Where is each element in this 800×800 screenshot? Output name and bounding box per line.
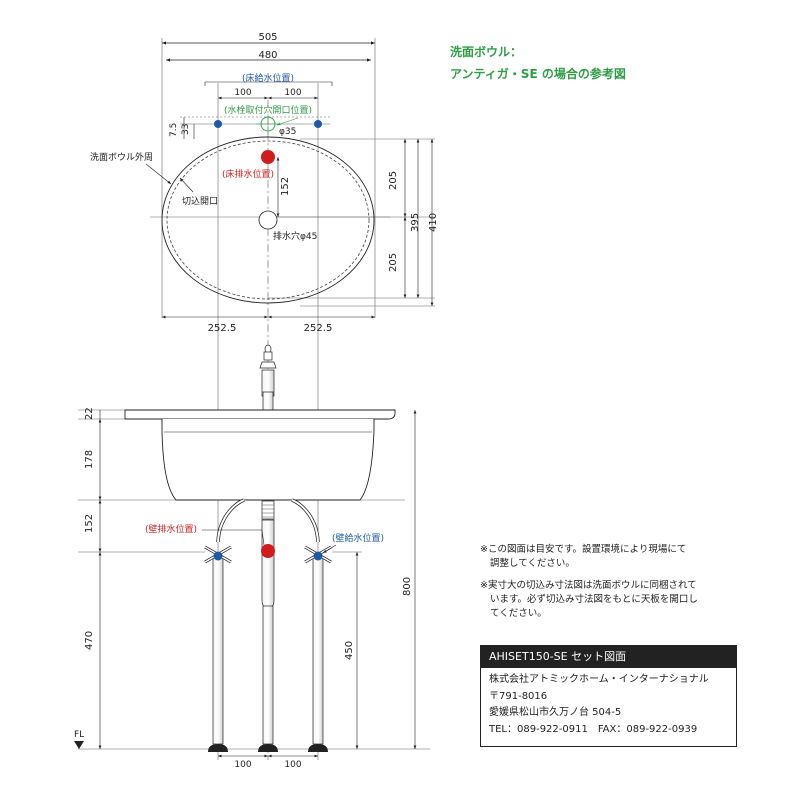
fl-label: FL	[74, 730, 84, 740]
note-1-line-1: ※この図面は目安です。設置環境により現場にて	[480, 544, 687, 555]
note-2-line-3: てください。	[490, 608, 547, 619]
info-title: AHISET150-SE セット図面	[481, 646, 736, 668]
dim-supply-right: 100	[284, 88, 301, 98]
wall-drain-leader	[202, 529, 265, 546]
fl-marker-icon	[74, 741, 84, 749]
dim-22: 22	[84, 407, 95, 420]
floor-supply-dot-left	[214, 120, 222, 128]
drain-pipe-vertical	[262, 605, 274, 745]
front-view: (壁排水位置) (壁給水位置) 22 178 152 470 800 450 F…	[74, 344, 430, 770]
floor-drain-dot	[261, 150, 275, 164]
wall-supply-label: (壁給水位置)	[332, 532, 384, 544]
supply-pipe-left	[212, 555, 224, 745]
dim-450: 450	[344, 641, 355, 660]
dim-480: 480	[258, 50, 277, 61]
bowl-cutout-outline	[166, 140, 370, 300]
dim-supply-left: 100	[234, 88, 251, 98]
note-2-line-1: ※実寸大の切込み寸法図は洗面ボウルに同梱されて	[480, 580, 697, 591]
valve-left	[204, 545, 232, 564]
flange-left	[208, 744, 228, 752]
wall-drain-dot	[261, 544, 275, 558]
dim-152-top: 152	[280, 177, 291, 196]
drain-nut	[261, 500, 275, 520]
hose-left	[216, 498, 245, 543]
note-1-line-2: 調整してください。	[490, 558, 575, 569]
drain-hole-label: 排水穴φ45	[273, 230, 317, 242]
dim-205-bottom: 205	[388, 253, 399, 272]
dim-33: 33	[181, 124, 191, 135]
dim-395: 395	[410, 213, 421, 232]
extension-lines-top	[150, 38, 435, 760]
faucet	[259, 344, 277, 411]
valve-right	[304, 545, 332, 564]
dim-bottom-right: 100	[284, 760, 301, 770]
dim-252-5-left: 252.5	[208, 323, 237, 334]
dim-178: 178	[84, 450, 95, 469]
info-box: AHISET150-SE セット図面 株式会社アトミックホーム・インターナショナ…	[480, 645, 737, 747]
dim-7-5: 7.5	[169, 123, 179, 137]
cutout-label: 切込開口	[182, 196, 218, 207]
dim-205-top: 205	[388, 171, 399, 190]
note-2: ※実寸大の切込み寸法図は洗面ボウルに同梱されて います。必ず切込み寸法図をもとに…	[480, 579, 780, 621]
cutout-leader	[179, 177, 194, 193]
note-2-line-2: います。必ず切込み寸法図をもとに天板を開口し	[490, 594, 698, 605]
hose-right	[291, 498, 320, 543]
notes: ※この図面は目安です。設置環境により現場にて 調整してください。 ※実寸大の切込…	[480, 543, 780, 629]
address: 愛媛県松山市久万ノ台 504-5	[489, 707, 622, 718]
counter-top	[124, 409, 396, 420]
bowl-outer-outline	[161, 136, 375, 304]
dim-800: 800	[402, 577, 413, 596]
dim-152-front: 152	[84, 514, 95, 533]
info-body: 株式会社アトミックホーム・インターナショナル 〒791-8016 愛媛県松山市久…	[481, 668, 736, 742]
dim-252-5-right: 252.5	[304, 323, 333, 334]
top-view: 505 480 (床給水位置) 100 100 (水栓取付穴開口位置) 7.5 …	[90, 32, 439, 760]
wall-supply-leader	[322, 544, 337, 554]
diagram-heading: 洗面ボウル： アンティガ・SE の場合の参考図	[450, 41, 626, 85]
bowl-outline-leader	[145, 163, 172, 185]
dim-410: 410	[428, 213, 439, 232]
dim-505: 505	[258, 32, 277, 43]
heading-line-2: アンティガ・SE の場合の参考図	[450, 67, 626, 81]
dim-470: 470	[84, 631, 95, 650]
company-name: 株式会社アトミックホーム・インターナショナル	[489, 674, 709, 685]
heading-line-1: 洗面ボウル：	[450, 45, 523, 59]
faucet-hole-label: (水栓取付穴開口位置)	[224, 104, 312, 116]
note-1: ※この図面は目安です。設置環境により現場にて 調整してください。	[480, 543, 780, 571]
floor-drain-label: (床排水位置)	[222, 168, 274, 180]
drain-hole-circle	[258, 210, 278, 230]
bowl-outline-label: 洗面ボウル外周	[90, 151, 153, 163]
wall-drain-label: (壁排水位置)	[145, 523, 197, 535]
dim-bottom-left: 100	[234, 760, 251, 770]
floor-supply-label: (床給水位置)	[242, 72, 294, 84]
drain-pipe	[261, 519, 275, 609]
faucet-hole-leader	[276, 117, 299, 126]
faucet-hole-dia: φ35	[279, 127, 296, 137]
flange-right	[308, 744, 328, 752]
flange-center	[258, 744, 278, 752]
bowl-body	[161, 419, 375, 501]
floor-supply-bracket	[204, 81, 333, 86]
postal-code: 〒791-8016	[489, 690, 548, 702]
floor-supply-dot-right	[314, 120, 322, 128]
supply-pipe-right	[312, 555, 324, 745]
contact: TEL：089-922-0911 FAX：089-922-0939	[489, 723, 698, 735]
